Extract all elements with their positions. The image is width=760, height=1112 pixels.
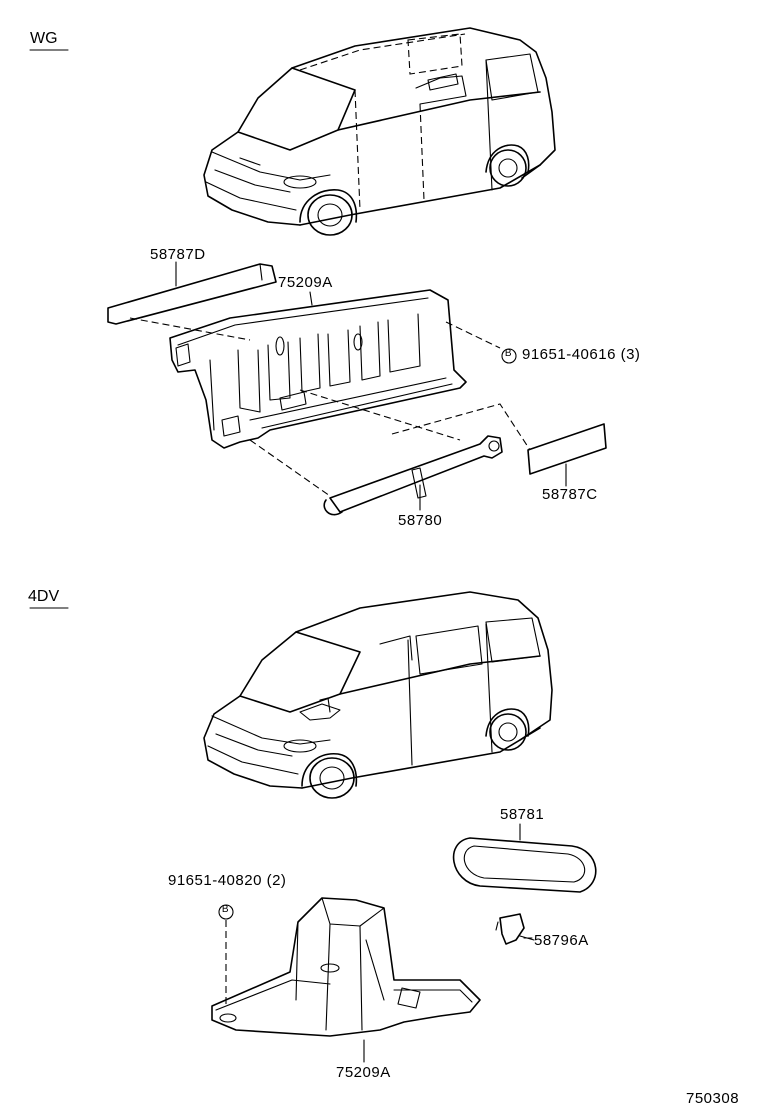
part-label-91651-40616: 91651-40616 (3) (522, 346, 641, 363)
bolt-b-icon-top: B (504, 348, 513, 359)
part-label-58781: 58781 (500, 806, 545, 823)
section-heading-wg: WG (30, 30, 58, 47)
wg-tool-tray-75209A (169, 289, 467, 449)
part-label-58780: 58780 (398, 512, 443, 529)
part-label-75209A-bottom: 75209A (336, 1064, 391, 1081)
clip-58796A (495, 913, 533, 945)
wg-van-illustration (203, 27, 556, 236)
part-label-58787D: 58787D (150, 246, 206, 263)
label-strip-58787D (107, 263, 277, 325)
strap-58781 (452, 823, 597, 893)
part-label-58796A: 58796A (534, 932, 589, 949)
fourdv-tray-75209A (211, 897, 481, 1037)
wrench-58780 (323, 435, 503, 516)
section-heading-4dv: 4DV (28, 588, 60, 605)
fourdv-callout-lines (218, 904, 535, 1063)
part-label-58787C: 58787C (542, 486, 598, 503)
label-plate-58787C (527, 423, 607, 475)
part-label-91651-40820: 91651-40820 (2) (168, 872, 287, 889)
part-label-75209A-top: 75209A (278, 274, 333, 291)
fourdv-van-illustration (203, 591, 553, 799)
diagram-number: 750308 (686, 1090, 740, 1107)
bolt-b-icon-bottom: B (221, 904, 230, 915)
wg-callout-lines (129, 261, 567, 511)
